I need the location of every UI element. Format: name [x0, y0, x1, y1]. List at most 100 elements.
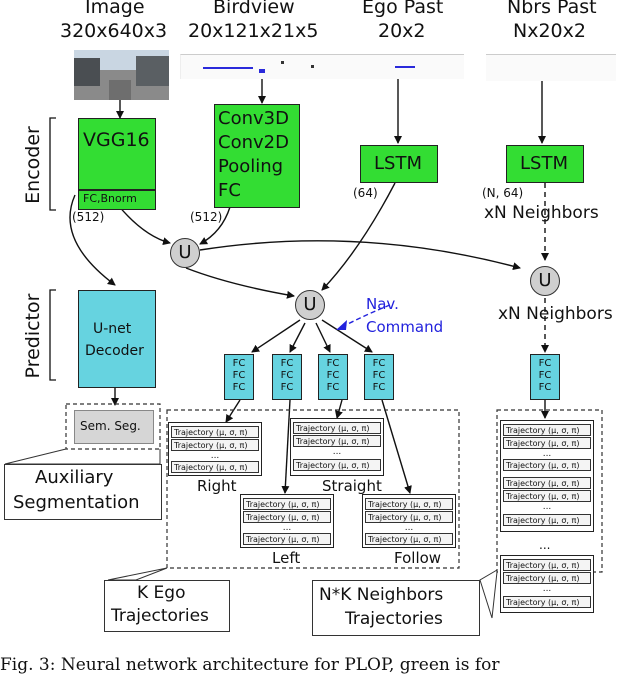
trajectory-block-right: Trajectory (μ, σ, π) Trajectory (μ, σ, π…: [168, 422, 262, 476]
xn-neighbors-top: xN Neighbors: [484, 203, 599, 223]
ego-title: Ego Past: [362, 0, 444, 18]
nbrs-title: Nbrs Past: [507, 0, 597, 18]
branch-label-right: Right: [197, 477, 237, 495]
unet-line2: Decoder: [85, 343, 144, 359]
conv-line-1: Conv2D: [218, 132, 289, 153]
k-ego-trajectories-callout: K Ego Trajectories: [104, 580, 230, 632]
conv-line-2: Pooling: [218, 156, 284, 177]
birdview-thumbnail: [180, 54, 341, 79]
arrow-u2-fc3: [315, 322, 331, 353]
nk-callout: [479, 569, 498, 619]
conv-line-3: FC: [218, 180, 241, 201]
conv-output-dim: (512): [190, 210, 223, 224]
vgg16-label: VGG16: [83, 129, 150, 151]
traj-row: Trajectory (μ, σ, π): [293, 459, 381, 471]
conv-block: Conv3D Conv2D Pooling FC: [214, 104, 300, 208]
traj-dots: ...: [404, 523, 414, 533]
auxiliary-segmentation-callout: Auxiliary Segmentation: [4, 464, 162, 520]
nk-line2: Trajectories: [345, 609, 443, 629]
traj-row: Trajectory (μ, σ, π): [503, 490, 591, 502]
predictor-stage-label: Predictor: [22, 293, 44, 379]
aux-line1: Auxiliary: [35, 467, 114, 488]
birdview-title: Birdview: [213, 0, 295, 18]
traj-row: Trajectory (μ, σ, π): [503, 459, 591, 471]
ego-past-thumbnail: [340, 54, 464, 79]
birdview-dims: 20x121x21x5: [188, 20, 319, 42]
vgg16-sublabel: FC,Bnorm: [83, 192, 137, 205]
vgg16-block: VGG16 FC,Bnorm: [78, 118, 156, 210]
vgg-divider: [79, 189, 155, 191]
nk-line1: N*K Neighbors: [319, 585, 444, 605]
traj-row: Trajectory (μ, σ, π): [365, 498, 453, 510]
unet-line1: U-net: [93, 321, 132, 337]
arrow-fc-right: [225, 399, 241, 423]
trajectory-block-straight: Trajectory (μ, σ, π) Trajectory (μ, σ, π…: [290, 418, 384, 476]
neighbor-dots: ...: [539, 538, 551, 552]
aux-callout: [4, 448, 161, 465]
ego-traj-dashed-box: [166, 409, 460, 569]
figure-caption: Fig. 3: Neural network architecture for …: [0, 655, 500, 675]
arrow-fc-straight: [335, 399, 343, 419]
arrow-lstm-u2: [321, 182, 396, 291]
traj-row: Trajectory (μ, σ, π): [171, 426, 259, 438]
traj-dots: ...: [542, 449, 552, 459]
aux-line2: Segmentation: [13, 492, 140, 513]
image-dims: 320x640x3: [60, 20, 168, 42]
vgg-output-dim: (512): [72, 210, 105, 224]
encoder-stage-label: Encoder: [22, 126, 44, 204]
traj-row: Trajectory (μ, σ, π): [503, 477, 591, 489]
conv-line-0: Conv3D: [218, 108, 289, 129]
nbrs-past-thumbnail: [486, 54, 616, 81]
trajectory-block-left: Trajectory (μ, σ, π) Trajectory (μ, σ, π…: [240, 494, 334, 548]
nbr-lstm-dim: (N, 64): [482, 186, 524, 200]
arrow-u2-fc4: [321, 319, 373, 353]
neighbor-trajectory-block-1: Trajectory (μ, σ, π) Trajectory (μ, σ, π…: [500, 420, 594, 532]
ego-lstm-block: LSTM: [360, 145, 438, 183]
arrow-conv-u1: [199, 206, 231, 245]
traj-row: Trajectory (μ, σ, π): [243, 533, 331, 545]
traj-row: Trajectory (μ, σ, π): [503, 424, 591, 436]
ego-lstm-label: LSTM: [374, 153, 422, 174]
sem-seg-dashed-box: [65, 403, 161, 450]
traj-dots: ...: [542, 584, 552, 594]
traj-row: Trajectory (μ, σ, π): [503, 559, 591, 571]
branch-label-follow: Follow: [394, 549, 442, 567]
traj-row: Trajectory (μ, σ, π): [365, 511, 453, 523]
arrow-fc-follow: [381, 399, 412, 494]
nav-command-line1: Nav.: [366, 295, 399, 313]
unet-decoder-block: U-net Decoder: [78, 290, 156, 388]
kego-line1: K Ego: [137, 583, 186, 603]
fusion-node-1: U: [170, 238, 200, 268]
encoder-bracket: [49, 117, 56, 211]
branch-label-straight: Straight: [322, 477, 382, 495]
branch-label-left: Left: [272, 549, 301, 567]
traj-row: Trajectory (μ, σ, π): [171, 439, 259, 451]
traj-row: Trajectory (μ, σ, π): [503, 572, 591, 584]
sem-seg-label: Sem. Seg.: [80, 419, 141, 433]
traj-row: Trajectory (μ, σ, π): [293, 422, 381, 434]
arrow-u1-nbru: [199, 240, 521, 271]
traj-row: Trajectory (μ, σ, π): [365, 533, 453, 545]
kego-callout: [107, 567, 168, 581]
arrow-u2-fc2: [289, 322, 306, 353]
traj-row: Trajectory (μ, σ, π): [171, 461, 259, 473]
arrow-u2-fc1: [251, 319, 301, 353]
arrow-vgg-unet: [69, 194, 116, 286]
arrow-u1-u2: [185, 267, 295, 299]
nbr-traj-dashed-box: [496, 409, 603, 573]
traj-dots: ...: [542, 502, 552, 512]
traj-dots: ...: [332, 447, 342, 457]
nk-neighbors-trajectories-callout: N*K Neighbors Trajectories: [312, 580, 480, 636]
image-title: Image: [85, 0, 145, 18]
nav-command-line2: Command: [366, 318, 444, 336]
traj-row: Trajectory (μ, σ, π): [503, 437, 591, 449]
traj-row: Trajectory (μ, σ, π): [243, 498, 331, 510]
arrow-fc-left: [281, 399, 291, 494]
traj-row: Trajectory (μ, σ, π): [503, 514, 591, 526]
